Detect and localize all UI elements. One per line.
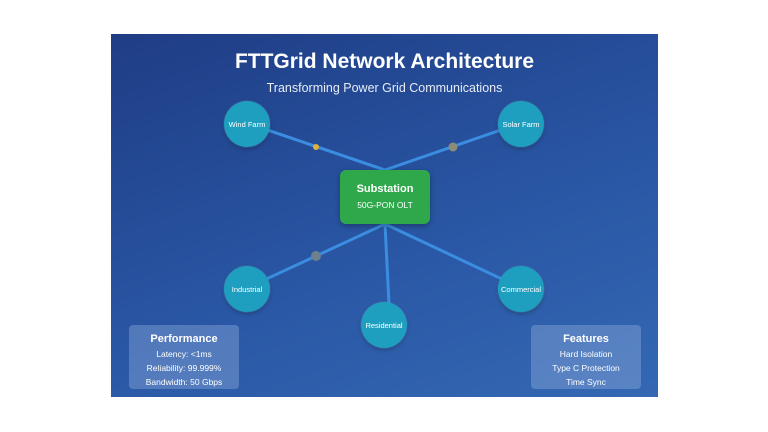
features-line: Time Sync <box>566 377 606 387</box>
packet-dot <box>448 142 458 152</box>
performance-title: Performance <box>150 333 218 345</box>
node-commercial: Commercial <box>498 266 544 312</box>
diagram-canvas: FTTGrid Network Architecture Transformin… <box>111 34 658 397</box>
diagram-subtitle: Transforming Power Grid Communications <box>266 81 503 95</box>
node-industrial: Industrial <box>224 266 270 312</box>
performance-card: Performance Latency: <1ms Reliability: 9… <box>129 325 239 389</box>
performance-line: Reliability: 99.999% <box>146 363 222 373</box>
hub-title: Substation <box>356 183 414 195</box>
substation-hub: Substation 50G-PON OLT <box>340 170 430 224</box>
node-solar-farm: Solar Farm <box>498 101 544 147</box>
features-card: Features Hard Isolation Type C Protectio… <box>531 325 641 389</box>
performance-line: Bandwidth: 50 Gbps <box>145 377 223 387</box>
node-wind-farm: Wind Farm <box>224 101 270 147</box>
features-line: Hard Isolation <box>559 349 613 359</box>
features-title: Features <box>563 333 609 345</box>
packet-dot <box>311 251 321 261</box>
packet-dot <box>313 144 319 150</box>
hub-subtitle: 50G-PON OLT <box>357 200 413 210</box>
performance-line: Latency: <1ms <box>156 349 212 359</box>
link-commercial <box>383 222 523 290</box>
features-line: Type C Protection <box>552 363 620 373</box>
node-residential: Residential <box>361 302 407 348</box>
diagram-title: FTTGrid Network Architecture <box>234 50 535 73</box>
